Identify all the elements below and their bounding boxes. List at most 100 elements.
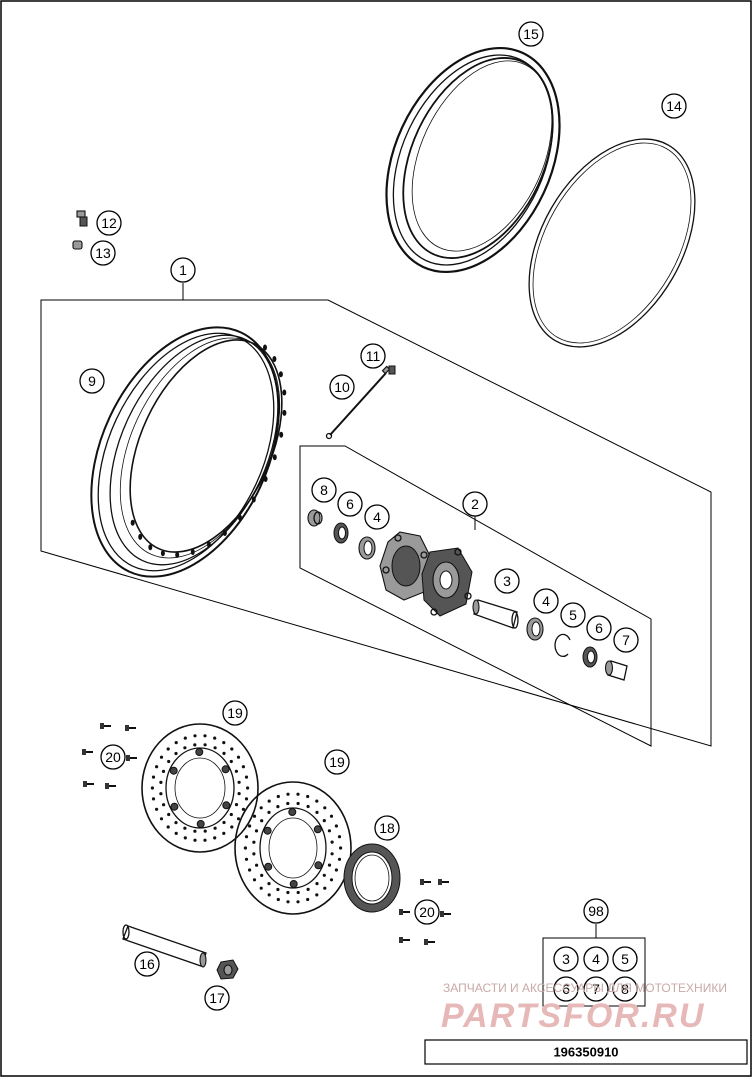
svg-text:4: 4: [592, 951, 600, 967]
disc-bolt: [289, 880, 298, 888]
callout-2: 2: [462, 491, 488, 517]
disc-hole: [267, 810, 271, 815]
kit98-item-5: 5: [612, 946, 638, 972]
disc-hole: [203, 743, 207, 747]
rim-spoke-hole: [251, 496, 256, 503]
rim-spoke-hole: [206, 541, 211, 548]
disc-hole: [203, 838, 207, 842]
disc-hole: [193, 829, 197, 833]
valve-part: [76, 210, 88, 227]
disc-hole: [230, 747, 234, 751]
disc-hole: [327, 863, 332, 867]
svg-text:20: 20: [105, 749, 121, 765]
disc-hole: [213, 836, 217, 840]
svg-text:17: 17: [209, 990, 225, 1006]
screw-head: [82, 749, 86, 755]
callout-19-front: 19: [222, 700, 248, 726]
disc-hole: [322, 819, 326, 823]
svg-text:5: 5: [621, 951, 629, 967]
kit98-item-6: 6: [553, 976, 579, 1002]
disc-hole: [327, 829, 331, 833]
disc-hole: [254, 829, 259, 833]
disc-bolt: [264, 862, 273, 871]
distance-sleeve-part: [472, 599, 519, 629]
disc-bolt: [288, 808, 297, 816]
svg-text:18: 18: [379, 820, 395, 836]
document-number-box: [424, 1039, 748, 1065]
disc-hole: [159, 780, 163, 785]
disc-hole: [248, 868, 252, 872]
disc-hole: [306, 897, 310, 902]
disc-hole: [315, 893, 319, 897]
disc-hole: [244, 797, 249, 801]
rim-spoke-hole: [190, 549, 195, 555]
callout-4-left: 4: [364, 504, 390, 530]
rim-spoke-hole: [272, 356, 277, 362]
rim-spoke-hole: [263, 476, 268, 482]
disc-hole: [203, 734, 207, 738]
disc-hole: [230, 825, 234, 829]
disc-hole: [151, 797, 156, 801]
svg-text:16: 16: [139, 956, 155, 972]
screw-head: [83, 781, 87, 787]
disc-hole: [276, 805, 280, 809]
disc-hole: [193, 838, 197, 842]
disc-hole: [183, 746, 187, 750]
disc-hole: [339, 846, 343, 850]
disc-hole: [236, 817, 241, 821]
callout-20-right: 20: [414, 899, 440, 925]
callout-15: 15: [518, 21, 544, 47]
disc-hole: [166, 747, 170, 751]
disc-hole: [167, 759, 171, 764]
disc-hole: [267, 893, 271, 897]
watermark-logo: PARTSFOR.RU: [441, 997, 705, 1035]
bearing-part-right: [526, 617, 544, 641]
rim-spoke-hole: [138, 533, 143, 540]
disc-hole: [174, 741, 178, 745]
rim-spoke-hole: [282, 389, 287, 396]
spoke-nipple-part: [388, 365, 396, 375]
disc-hole: [155, 807, 159, 811]
bearing-part-left: [358, 536, 376, 560]
disc-hole: [151, 775, 156, 779]
disc-bolt: [222, 801, 231, 810]
callout-5: 5: [560, 602, 586, 628]
disc-hole: [296, 900, 300, 904]
kit98-item-4: 4: [583, 946, 609, 972]
brake-disc-rear: [234, 781, 352, 915]
callout-12: 12: [96, 210, 122, 236]
disc-hole: [174, 821, 178, 825]
disc-hole: [334, 824, 338, 828]
watermark-tagline: ЗАПЧАСТИ И АКСЕССУАРЫ ДЛЯ МОТОТЕХНИКИ: [443, 981, 727, 995]
callout-10: 10: [329, 374, 355, 400]
callout-14: 14: [661, 93, 687, 119]
callout-4-right: 4: [533, 588, 559, 614]
disc-hole: [259, 806, 263, 810]
callout-6-left: 6: [337, 491, 363, 517]
disc-hole: [259, 886, 263, 890]
svg-text:6: 6: [562, 981, 570, 997]
disc-hole: [248, 824, 252, 828]
svg-text:15: 15: [523, 26, 539, 42]
screw-head: [100, 723, 104, 729]
disc-hole: [234, 769, 238, 773]
brake-disc-front: [141, 723, 259, 853]
disc-hole: [150, 786, 154, 790]
disc-hole: [236, 755, 241, 759]
callout-6-right: 6: [586, 615, 612, 641]
callout-18: 18: [374, 815, 400, 841]
kit98-item-3: 3: [553, 946, 579, 972]
svg-text:5: 5: [569, 607, 577, 623]
disc-hole: [193, 743, 197, 747]
svg-text:12: 12: [101, 215, 117, 231]
rim-part: [90, 326, 287, 578]
disc-hole: [296, 890, 300, 895]
disc-bolt: [170, 802, 179, 811]
callout-98: 98: [583, 898, 609, 924]
callout-7: 7: [613, 627, 639, 653]
disc-hole: [267, 882, 271, 886]
svg-text:9: 9: [88, 373, 96, 389]
disc-hole: [161, 769, 166, 774]
